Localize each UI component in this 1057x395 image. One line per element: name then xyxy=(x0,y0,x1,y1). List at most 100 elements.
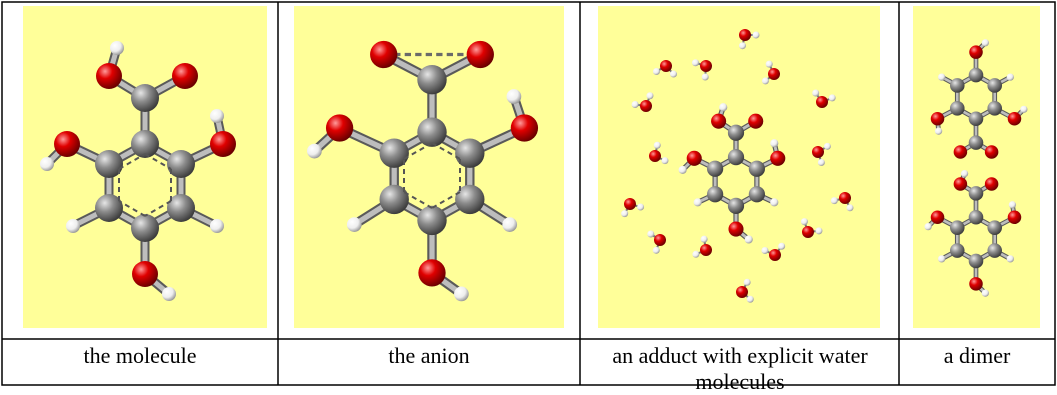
water-molecule xyxy=(647,230,666,254)
oxygen-atom xyxy=(700,60,712,72)
carbon-atom xyxy=(950,243,965,258)
table-borders xyxy=(1,1,1056,386)
hydrogen-atom xyxy=(631,100,639,108)
hydrogen-atom xyxy=(812,89,820,97)
hydrogen-atom xyxy=(637,203,645,211)
oxygen-atom xyxy=(418,259,446,287)
carbon-atom xyxy=(417,205,447,236)
oxygen-atom xyxy=(210,131,236,157)
hydrogen-atom xyxy=(823,142,831,150)
dimer-icon xyxy=(924,39,1028,297)
carbon-atom xyxy=(987,101,1002,116)
hydrogen-atom xyxy=(661,157,669,165)
carbon-atom xyxy=(968,186,984,201)
hydrogen-atom xyxy=(621,210,629,218)
oxygen-atom xyxy=(640,100,652,112)
oxygen-atom xyxy=(969,277,983,291)
carbon-atom xyxy=(95,150,123,178)
hydrogen-atom xyxy=(846,204,854,212)
carbon-atom xyxy=(379,184,409,215)
water-molecule xyxy=(736,278,754,303)
carbon-atom xyxy=(707,186,724,203)
oxygen-atom xyxy=(686,150,702,166)
hydrogen-atom xyxy=(924,223,932,231)
carbon-atom xyxy=(987,78,1002,93)
carbon-atom xyxy=(748,186,765,203)
oxygen-atom xyxy=(466,40,494,69)
oxygen-atom xyxy=(839,192,851,204)
hydrogen-atom xyxy=(652,67,660,75)
carbon-atom xyxy=(968,67,984,83)
carbon-atom xyxy=(950,101,965,116)
hydrogen-atom xyxy=(346,217,362,232)
oxygen-atom xyxy=(728,221,744,237)
hydrogen-atom xyxy=(800,218,808,226)
hydrogen-atom xyxy=(761,77,769,85)
water-molecule xyxy=(830,192,854,212)
oxygen-atom xyxy=(1007,111,1022,126)
panel-adduct xyxy=(598,6,880,328)
hydrogen-atom xyxy=(1006,73,1014,81)
hydrogen-atom xyxy=(770,198,779,207)
hydrogen-atom xyxy=(744,235,753,244)
hydrogen-atom xyxy=(934,127,943,135)
hydrogen-atom xyxy=(693,198,702,207)
hydrogen-atom xyxy=(670,70,678,78)
caption-adduct: an adduct with explicit water molecules xyxy=(612,343,868,394)
carbon-atom xyxy=(968,135,984,150)
hydrogen-atom xyxy=(653,141,661,149)
water-molecule xyxy=(649,141,669,165)
caption-dimer: a dimer xyxy=(943,343,1011,368)
hydrogen-atom xyxy=(746,295,754,303)
oxygen-atom xyxy=(984,145,999,159)
water-molecule xyxy=(739,29,760,50)
oxygen-atom xyxy=(370,40,398,69)
hydrogen-atom xyxy=(981,289,989,297)
oxygen-atom xyxy=(624,198,636,210)
figure-table xyxy=(1,1,1056,386)
oxygen-atom xyxy=(711,113,727,129)
hydrogen-atom xyxy=(817,158,825,166)
carbon-atom xyxy=(748,160,765,177)
oxygen-atom xyxy=(953,177,968,191)
carbon-atom xyxy=(727,197,745,214)
oxygen-atom xyxy=(1007,210,1022,225)
hydrogen-atom xyxy=(1020,105,1028,113)
carbon-atom xyxy=(131,214,159,242)
carbon-atom xyxy=(131,130,159,158)
hydrogen-atom xyxy=(1006,255,1014,263)
hydrogen-atom xyxy=(647,230,655,238)
hydrogen-atom xyxy=(743,278,751,286)
oxygen-atom xyxy=(969,45,983,59)
oxygen-atom xyxy=(816,96,828,108)
hydrogen-atom xyxy=(761,247,769,255)
water-molecule xyxy=(621,198,645,218)
caption-anion: the anion xyxy=(388,343,470,368)
oxygen-atom xyxy=(510,114,539,142)
oxygen-atom xyxy=(930,111,945,126)
hydrogen-atom xyxy=(830,197,838,205)
oxygen-atom xyxy=(132,261,158,287)
oxygen-atom xyxy=(769,249,781,261)
hydrogen-atom xyxy=(815,227,823,235)
water-adduct-icon xyxy=(621,29,854,303)
carbon-atom xyxy=(727,149,745,166)
water-molecule xyxy=(812,89,836,108)
carbon-atom xyxy=(167,150,195,178)
oxygen-atom xyxy=(54,131,80,157)
hydrogen-atom xyxy=(502,217,518,232)
hydrogen-atom xyxy=(770,139,779,148)
hydrogen-atom xyxy=(828,94,836,102)
hydrogen-atom xyxy=(719,103,728,112)
carbon-atom xyxy=(455,184,485,215)
carbon-atom xyxy=(95,194,123,222)
caption-molecule: the molecule xyxy=(83,343,197,368)
hydrogen-atom xyxy=(66,219,80,233)
hydrogen-atom xyxy=(739,42,747,50)
oxygen-atom xyxy=(930,210,945,225)
carbon-atom xyxy=(727,124,745,141)
oxygen-atom xyxy=(96,63,122,89)
water-molecule xyxy=(761,242,786,261)
water-molecule xyxy=(652,60,678,78)
oxygen-atom xyxy=(739,29,751,41)
